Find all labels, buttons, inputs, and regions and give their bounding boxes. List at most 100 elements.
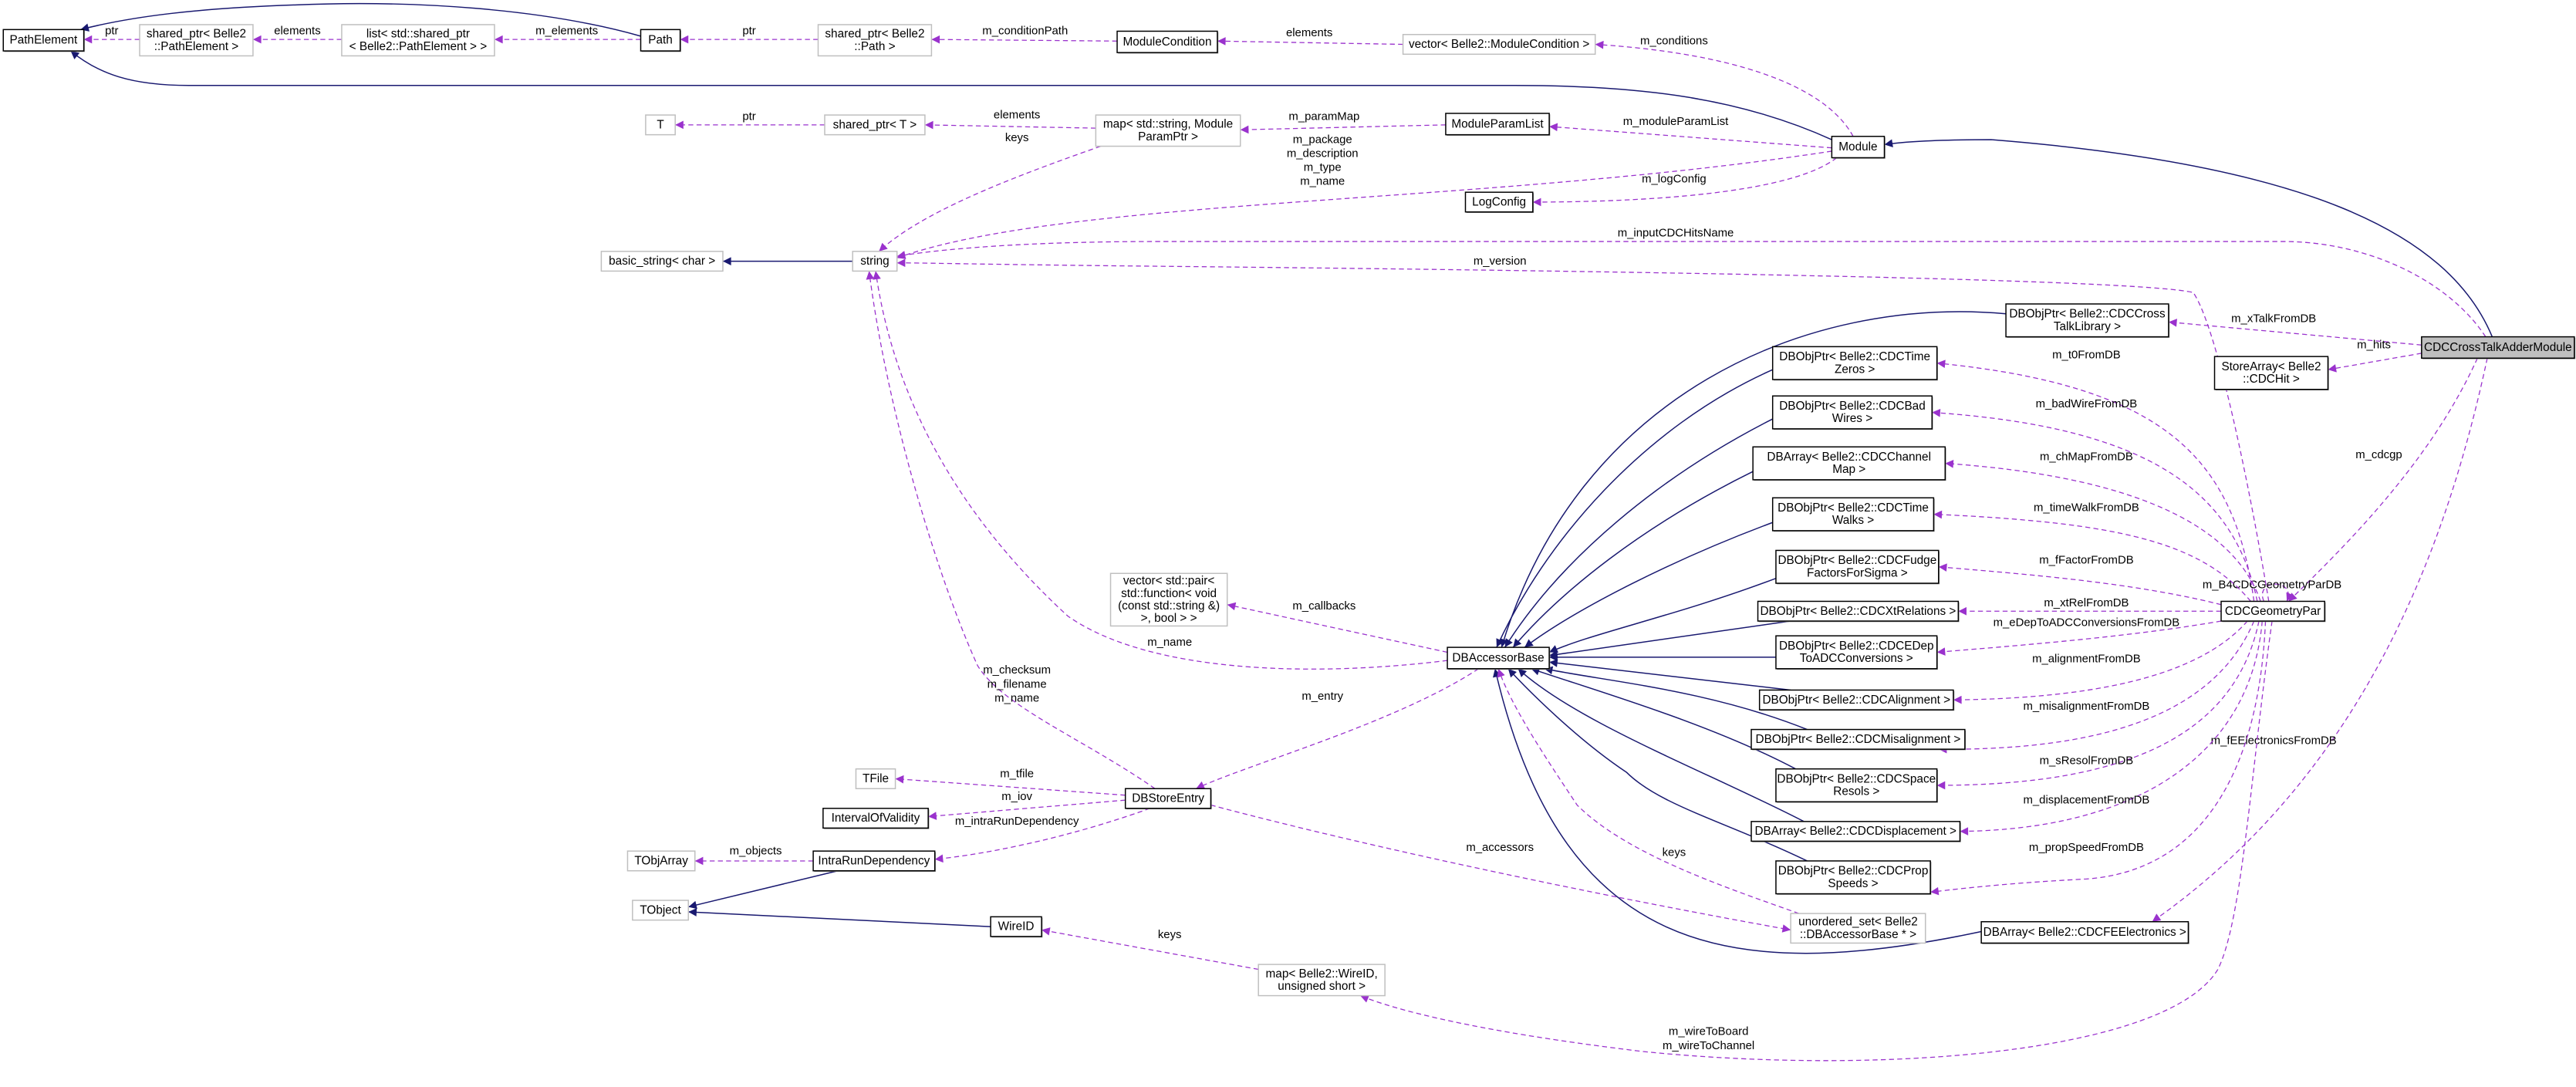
- node-label: FactorsForSigma >: [1807, 566, 1908, 579]
- usage-arrow: [1936, 620, 2222, 656]
- usage-arrow: [878, 145, 1101, 252]
- edge-label: m_eDepToADCConversionsFromDB: [1994, 616, 2180, 629]
- class-node-logconfig[interactable]: LogConfig: [1464, 191, 1534, 214]
- class-node-xtrel[interactable]: DBObjPtr< Belle2::CDCXtRelations >: [1757, 600, 1960, 623]
- node-box: [1258, 964, 1386, 997]
- edge-label: m_filename: [988, 678, 1047, 690]
- edge-label: keys: [1663, 847, 1686, 859]
- edge-label: keys: [1005, 132, 1029, 144]
- class-node-module[interactable]: Module: [1831, 136, 1886, 159]
- edge-label: m_propSpeedFromDB: [2029, 842, 2144, 854]
- class-node-wireid[interactable]: WireID: [990, 916, 1043, 938]
- class-node-dbstoreentry[interactable]: DBStoreEntry: [1124, 788, 1212, 810]
- edge-dbaccessorbase-to-dbstoreentry: m_entry: [1195, 668, 1479, 789]
- edge-label: m_package: [1293, 133, 1352, 146]
- class-node-dbaccessorbase[interactable]: DBAccessorBase: [1447, 646, 1551, 670]
- node-label: list< std::shared_ptr: [366, 28, 470, 41]
- class-node-misalign[interactable]: DBObjPtr< Belle2::CDCMisalignment >: [1751, 728, 1967, 751]
- edge-cdccrosstalk-to-dbobj_crosstalk: m_xTalkFromDB: [2168, 312, 2422, 346]
- class-node-fudge[interactable]: DBObjPtr< Belle2::CDCFudgeFactorsForSigm…: [1775, 549, 1940, 585]
- edge-label: m_wireToBoard: [1669, 1026, 1748, 1038]
- edge-cdcgeometrypar-to-propspeeds: m_propSpeedFromDB: [1930, 620, 2267, 896]
- class-node-tobject[interactable]: TObject: [632, 900, 689, 921]
- edge-label: m_intraRunDependency: [955, 815, 1079, 828]
- class-node-intrarun[interactable]: IntraRunDependency: [812, 850, 936, 873]
- usage-arrow: [1217, 37, 1403, 46]
- node-label: LogConfig: [1472, 195, 1526, 208]
- node-box: [1980, 921, 2189, 944]
- usage-arrow: [1549, 123, 1832, 149]
- inheritance-arrow: [1500, 311, 2007, 648]
- class-node-alignment[interactable]: DBObjPtr< Belle2::CDCAlignment >: [1758, 689, 1955, 711]
- class-node-t[interactable]: T: [645, 114, 676, 136]
- node-label: Path: [648, 34, 673, 47]
- class-node-vec_pair[interactable]: vector< std::pair<std::function< void(co…: [1109, 572, 1228, 627]
- edge-label: m_objects: [730, 845, 782, 857]
- edge-path-to-list_sp: m_elements: [494, 25, 641, 44]
- class-node-edep[interactable]: DBObjPtr< Belle2::CDCEDepToADCConversion…: [1775, 635, 1938, 670]
- class-node-map_wireid[interactable]: map< Belle2::WireID,unsigned short >: [1258, 964, 1386, 997]
- class-node-list_sp[interactable]: list< std::shared_ptr< Belle2::PathEleme…: [341, 24, 495, 57]
- class-node-unordered_set[interactable]: unordered_set< Belle2::DBAccessorBase * …: [1790, 913, 1926, 944]
- edge-label: m_t0FromDB: [2052, 349, 2121, 361]
- class-node-pathelement[interactable]: PathElement: [2, 29, 85, 52]
- edge-module-to-moduleparamlist: m_moduleParamList: [1549, 116, 1832, 149]
- class-node-sp_pathelement[interactable]: shared_ptr< Belle2::PathElement >: [139, 24, 254, 57]
- class-node-feelectronics[interactable]: DBArray< Belle2::CDCFEElectronics >: [1980, 921, 2189, 944]
- class-node-sp_t[interactable]: shared_ptr< T >: [824, 114, 926, 136]
- edge-label: m_moduleParamList: [1623, 116, 1729, 128]
- node-box: [640, 29, 681, 52]
- node-label: DBObjPtr< Belle2::CDCBad: [1779, 400, 1926, 413]
- edge-alignment-to-dbaccessorbase: [1548, 659, 1791, 691]
- class-node-displacement[interactable]: DBArray< Belle2::CDCDisplacement >: [1751, 821, 1961, 842]
- class-node-sp_path[interactable]: shared_ptr< Belle2::Path >: [817, 24, 933, 57]
- class-node-vec_modcond[interactable]: vector< Belle2::ModuleCondition >: [1402, 33, 1596, 56]
- usage-arrow: [934, 808, 1150, 863]
- edge-timezeros-to-dbaccessorbase: [1496, 369, 1773, 648]
- edge-dbstoreentry-to-intrarun: m_intraRunDependency: [934, 808, 1150, 863]
- edge-dbstoreentry-to-tfile: m_tfile: [895, 768, 1126, 796]
- node-label: ToADCConversions >: [1800, 652, 1913, 665]
- edge-label: m_inputCDCHitsName: [1618, 228, 1734, 240]
- class-node-moduleparamlist[interactable]: ModuleParamList: [1445, 113, 1551, 136]
- class-node-storearray[interactable]: StoreArray< Belle2::CDCHit >: [2213, 356, 2329, 391]
- class-node-path[interactable]: Path: [640, 29, 681, 52]
- node-label: DBObjPtr< Belle2::CDCCross: [2009, 308, 2166, 321]
- node-box: [852, 251, 898, 272]
- class-node-string[interactable]: string: [852, 251, 898, 272]
- node-box: [812, 850, 936, 872]
- node-label: DBObjPtr< Belle2::CDCFudge: [1778, 554, 1936, 567]
- class-node-tobjarray[interactable]: TObjArray: [626, 850, 696, 872]
- edge-xtrel-to-dbaccessorbase: [1548, 620, 1791, 659]
- node-label: Resols >: [1833, 785, 1879, 798]
- node-label: DBObjPtr< Belle2::CDCTime: [1778, 501, 1929, 515]
- class-node-cdcgeometrypar[interactable]: CDCGeometryPar: [2220, 600, 2326, 623]
- inheritance-arrow: [1493, 668, 1982, 954]
- node-label: IntervalOfValidity: [832, 812, 920, 825]
- edge-cdcgeometrypar-to-cdcgeometrypar: m_B4CDCGeometryParDB: [2203, 579, 2341, 602]
- node-box: [2213, 356, 2329, 390]
- node-box: [1095, 114, 1241, 147]
- node-label: WireID: [998, 920, 1035, 933]
- inheritance-arrow: [688, 870, 839, 910]
- class-node-cdccrosstalk[interactable]: CDCCrossTalkAdderModule: [2421, 336, 2576, 360]
- node-label: (const std::string &): [1118, 599, 1220, 613]
- node-box: [1757, 600, 1960, 622]
- edge-dbstoreentry-to-unordered_set: m_accessors: [1210, 804, 1791, 933]
- class-node-basic_string[interactable]: basic_string< char >: [600, 251, 724, 272]
- edge-label: elements: [274, 25, 320, 38]
- usage-arrow: [873, 271, 1448, 670]
- class-node-iov[interactable]: IntervalOfValidity: [822, 808, 930, 829]
- class-node-modulecondition[interactable]: ModuleCondition: [1116, 30, 1219, 54]
- class-node-tfile[interactable]: TFile: [855, 768, 896, 789]
- edge-cdccrosstalk-to-feelectronics: m_fEElectronicsFromDB: [2152, 358, 2488, 923]
